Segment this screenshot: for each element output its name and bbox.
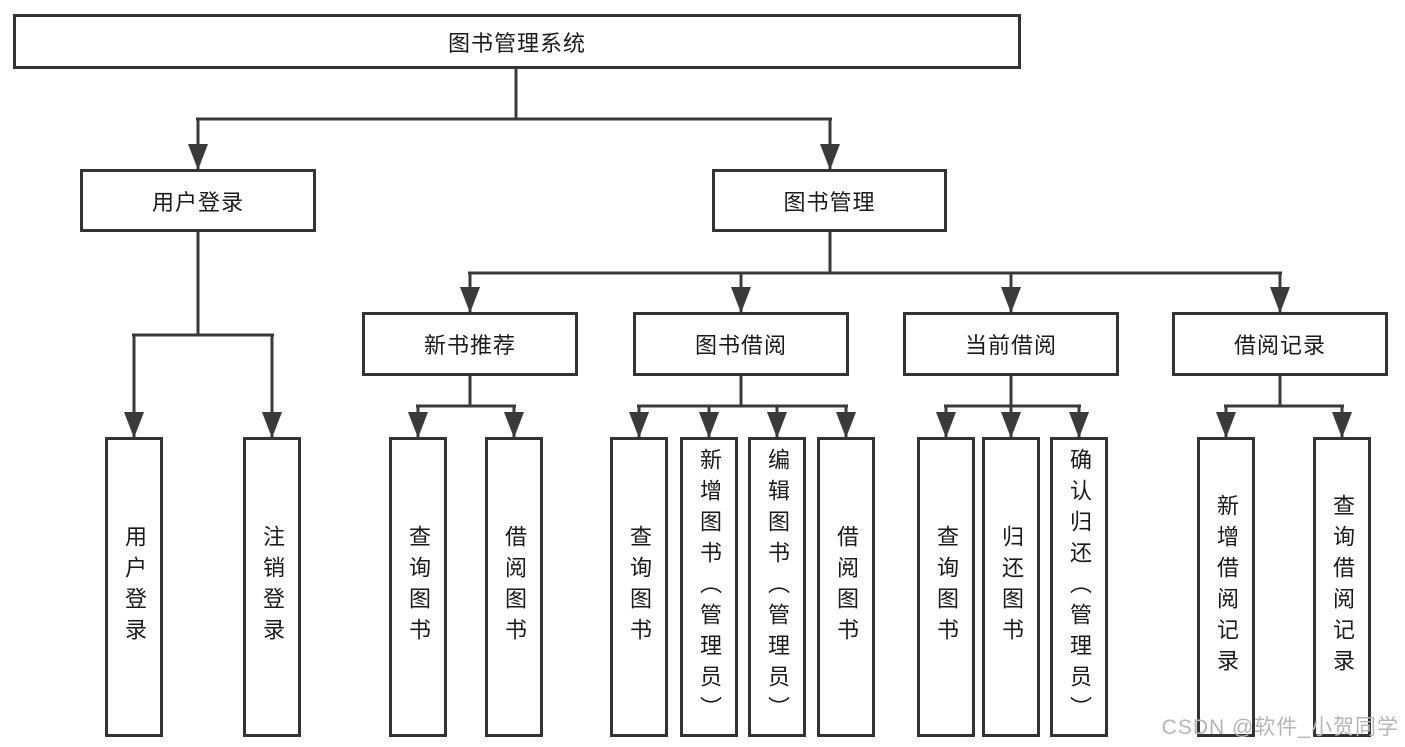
leaf-newbook-query-books: 查询图书 xyxy=(389,437,447,737)
node-label: 查询图书 xyxy=(627,525,652,649)
node-label: 归还图书 xyxy=(999,525,1024,649)
node-book-borrowing: 图书借阅 xyxy=(633,312,849,376)
leaf-borrowing-edit-books-admin: 编辑图书（管理员） xyxy=(748,437,806,737)
leaf-current-confirm-return-admin: 确认归还（管理员） xyxy=(1050,437,1108,737)
node-label: 查询图书 xyxy=(934,525,959,649)
node-label: 借阅图书 xyxy=(834,525,859,649)
node-label: 新增图书（管理员） xyxy=(697,447,722,727)
leaf-current-return-books: 归还图书 xyxy=(982,437,1040,737)
node-library-management-system: 图书管理系统 xyxy=(13,14,1021,69)
node-label: 图书借阅 xyxy=(694,333,787,358)
leaf-newbook-borrow-books: 借阅图书 xyxy=(485,437,543,737)
leaf-logout: 注销登录 xyxy=(243,437,301,737)
node-label: 图书管理系统 xyxy=(447,30,586,56)
leaf-borrowing-borrow-books: 借阅图书 xyxy=(817,437,875,737)
node-label: 编辑图书（管理员） xyxy=(765,447,790,727)
node-label: 查询借阅记录 xyxy=(1330,494,1355,680)
node-label: 借阅图书 xyxy=(502,525,527,649)
node-label: 确认归还（管理员） xyxy=(1067,447,1092,727)
node-current-borrowing: 当前借阅 xyxy=(903,312,1119,376)
leaf-user-login: 用户登录 xyxy=(105,437,163,737)
node-book-management: 图书管理 xyxy=(712,169,947,232)
leaf-borrowing-query-books: 查询图书 xyxy=(610,437,668,737)
node-label: 借阅记录 xyxy=(1233,333,1326,358)
node-label: 用户登录 xyxy=(151,189,244,215)
node-label: 用户登录 xyxy=(122,525,147,649)
node-user-login: 用户登录 xyxy=(80,169,316,232)
leaf-current-query-books: 查询图书 xyxy=(917,437,975,737)
node-label: 当前借阅 xyxy=(964,333,1057,358)
node-label: 新书推荐 xyxy=(423,333,516,358)
leaf-records-add-borrow-record: 新增借阅记录 xyxy=(1197,437,1255,737)
csdn-watermark: CSDN @软件_小贺同学 xyxy=(1161,716,1399,739)
node-label: 新增借阅记录 xyxy=(1214,494,1239,680)
node-label: 图书管理 xyxy=(783,189,876,215)
node-label: 注销登录 xyxy=(260,525,285,649)
node-new-book-recommendation: 新书推荐 xyxy=(362,312,578,376)
leaf-records-query-borrow-record: 查询借阅记录 xyxy=(1313,437,1371,737)
node-label: 查询图书 xyxy=(406,525,431,649)
leaf-borrowing-add-books-admin: 新增图书（管理员） xyxy=(680,437,738,737)
node-borrowing-records: 借阅记录 xyxy=(1172,312,1388,376)
